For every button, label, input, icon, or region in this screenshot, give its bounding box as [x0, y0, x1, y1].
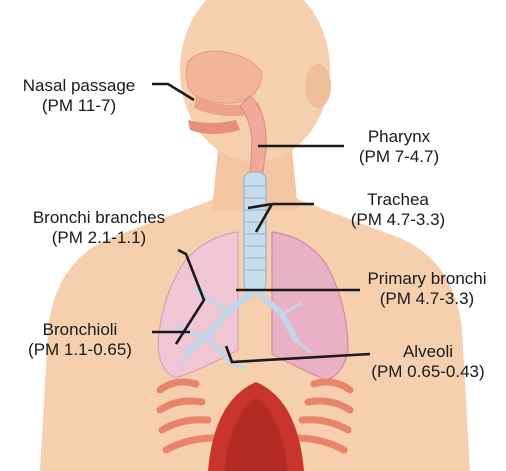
label-bronchioli: Bronchioli (PM 1.1-0.65): [2, 320, 158, 360]
label-alveoli: Alveoli (PM 0.65-0.43): [352, 342, 504, 382]
label-bronchioli-name: Bronchioli: [2, 320, 158, 340]
label-primary-bronchi-range: (PM 4.7-3.3): [350, 289, 504, 309]
label-nasal-passage: Nasal passage (PM 11-7): [4, 76, 154, 116]
label-bronchi-branches-range: (PM 2.1-1.1): [4, 228, 194, 248]
label-alveoli-range: (PM 0.65-0.43): [352, 362, 504, 382]
label-trachea: Trachea (PM 4.7-3.3): [328, 190, 468, 230]
label-pharynx-name: Pharynx: [334, 127, 464, 147]
trachea-tube: [244, 172, 266, 292]
label-pharynx-range: (PM 7-4.7): [334, 147, 464, 167]
ear: [305, 64, 331, 108]
label-primary-bronchi-name: Primary bronchi: [350, 269, 504, 289]
label-trachea-name: Trachea: [328, 190, 468, 210]
label-pharynx: Pharynx (PM 7-4.7): [334, 127, 464, 167]
label-nasal-range: (PM 11-7): [4, 96, 154, 116]
label-primary-bronchi: Primary bronchi (PM 4.7-3.3): [350, 269, 504, 309]
label-alveoli-name: Alveoli: [352, 342, 504, 362]
label-trachea-range: (PM 4.7-3.3): [328, 210, 468, 230]
label-bronchi-branches-name: Bronchi branches: [4, 208, 194, 228]
label-nasal-name: Nasal passage: [4, 76, 154, 96]
label-bronchi-branches: Bronchi branches (PM 2.1-1.1): [4, 208, 194, 248]
label-bronchioli-range: (PM 1.1-0.65): [2, 340, 158, 360]
